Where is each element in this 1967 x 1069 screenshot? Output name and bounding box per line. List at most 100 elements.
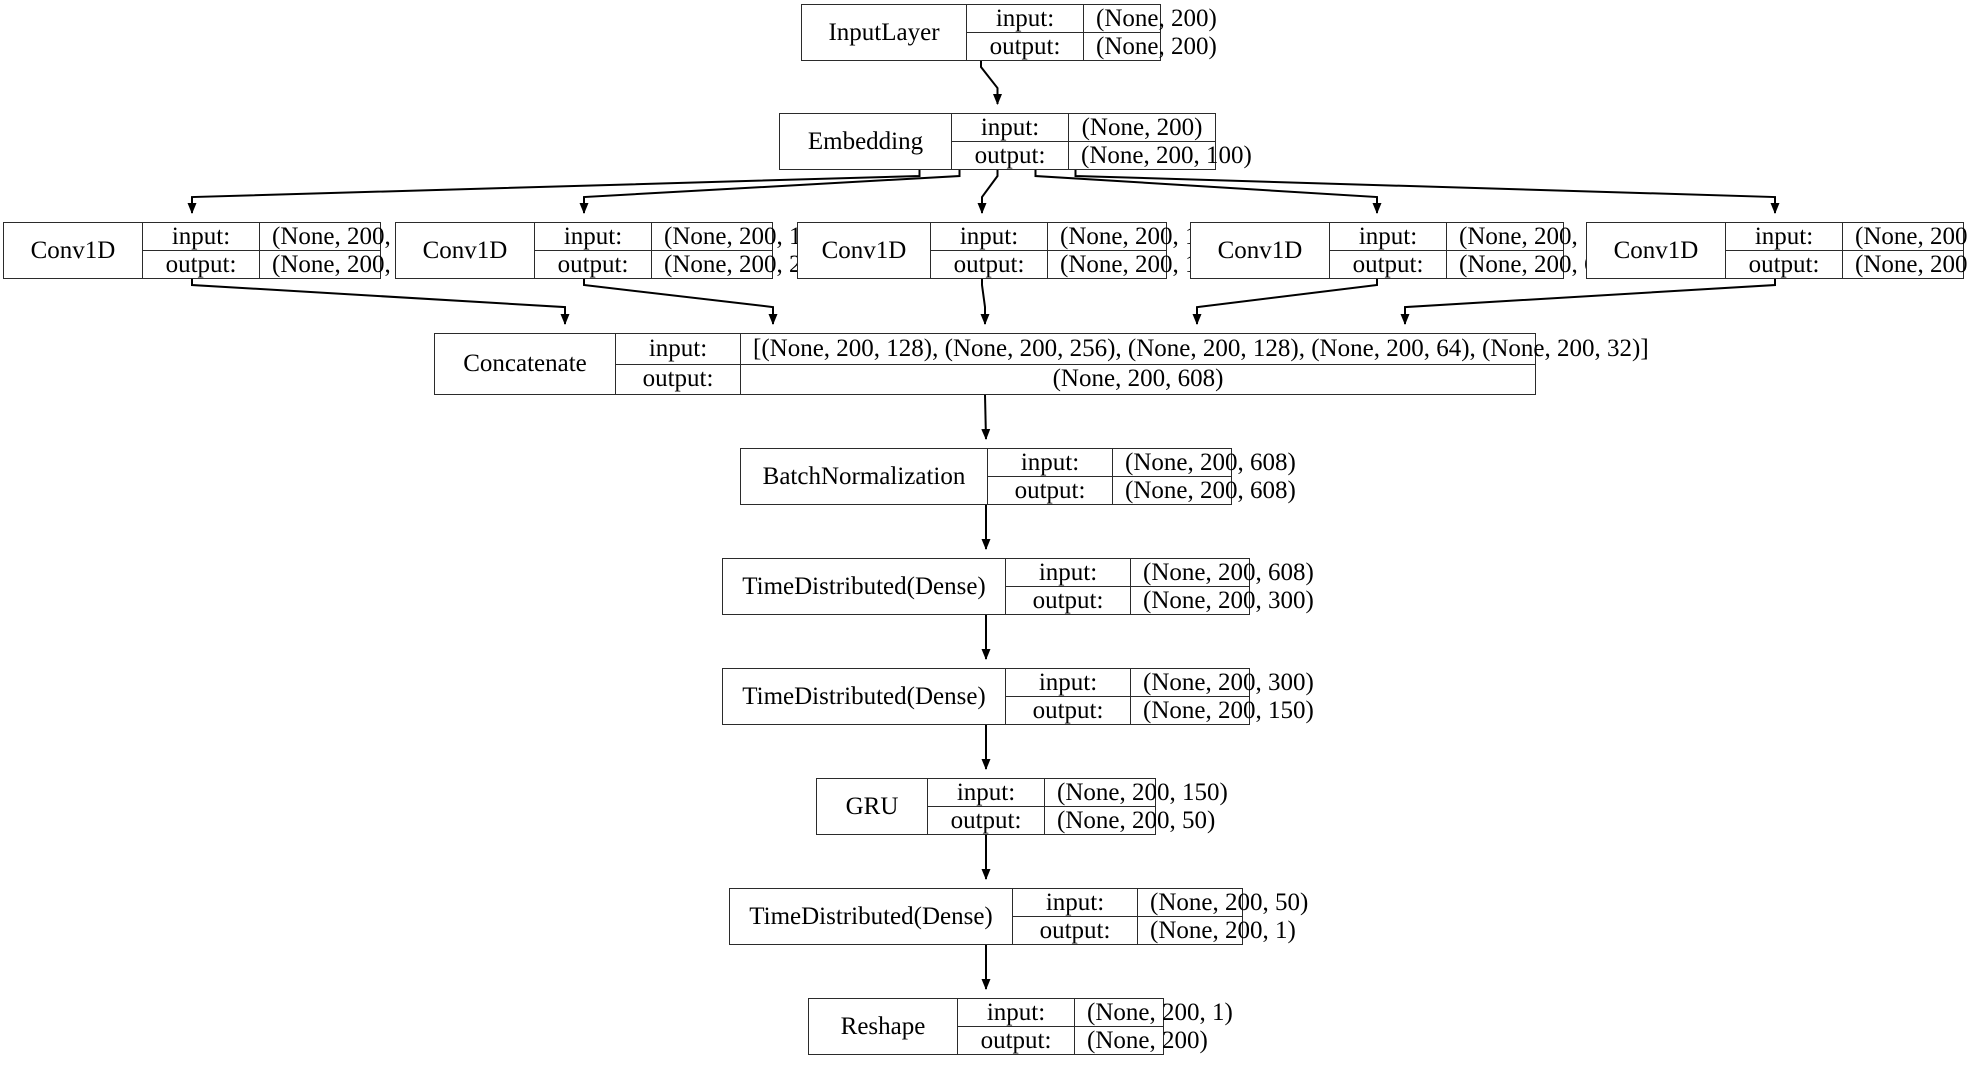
layer-input-label: input:: [988, 449, 1113, 476]
layer-output-label: output:: [1006, 587, 1131, 614]
layer-input-shape: (None, 200, 300): [1143, 668, 1314, 696]
layer-node-time_distributed_dense_3[interactable]: TimeDistributed(Dense)input: (None, 200, …: [729, 888, 1308, 945]
edge-conv1d_1-to-concatenate: [191, 279, 570, 325]
layer-output-row: output:(None, 200, 32): [1726, 251, 1967, 278]
layer-name: GRU: [817, 779, 928, 834]
layer-input-row: input:[(None, 200, 128), (None, 200, 256…: [616, 334, 1649, 365]
edge-embedding-to-conv1d_5: [1074, 170, 1780, 214]
layer-input-label: input:: [958, 999, 1075, 1026]
edge-embedding-to-conv1d_2: [579, 170, 961, 214]
layer-output-label: output:: [1013, 917, 1138, 944]
layer-input-row: input:(None, 200, 100): [143, 223, 443, 251]
layer-name: TimeDistributed(Dense): [723, 669, 1006, 724]
layer-output-label: output:: [143, 251, 260, 278]
layer-input-shape: (None, 200): [1081, 113, 1203, 141]
layer-name: Reshape: [809, 999, 958, 1054]
layer-name: Conv1D: [1587, 223, 1726, 278]
layer-input-label: input:: [1330, 223, 1447, 250]
layer-output-row: output: (None, 200, 608): [988, 477, 1296, 504]
layer-name: Conv1D: [798, 223, 931, 278]
layer-output-shape: (None, 200): [1087, 1026, 1208, 1054]
layer-io-block: input:(None, 200, 100)output:(None, 200,…: [931, 223, 1231, 278]
layer-input-label: input:: [1006, 669, 1131, 696]
edge-conv1d_4-to-concatenate: [1192, 279, 1378, 325]
layer-output-row: output: (None, 200): [967, 33, 1217, 60]
layer-input-row: input:(None, 200, 150): [928, 779, 1228, 807]
edge-embedding-to-conv1d_4: [1034, 170, 1382, 214]
layer-input-label: input:: [952, 114, 1069, 141]
layer-input-label: input:: [1013, 889, 1138, 916]
layer-io-block: input:(None, 200, 100)output:(None, 200,…: [1330, 223, 1630, 278]
layer-input-shape: (None, 200, 100): [1855, 222, 1967, 250]
layer-input-row: input: (None, 200, 100): [1726, 223, 1967, 251]
layer-output-row: output:(None, 200, 256): [535, 251, 835, 278]
layer-output-label: output:: [952, 142, 1069, 169]
layer-input-label: input:: [1006, 559, 1131, 586]
edge-embedding-to-conv1d_3: [977, 170, 999, 214]
layer-io-block: input: (None, 200) output: (None, 200): [967, 5, 1217, 60]
layer-node-time_distributed_dense_1[interactable]: TimeDistributed(Dense)input: (None, 200, …: [722, 558, 1314, 615]
layer-output-row: output:(None, 200, 64): [1330, 251, 1617, 278]
layer-output-label: output:: [931, 251, 1048, 278]
layer-output-shape: (None, 200, 150): [1143, 696, 1314, 724]
layer-input-label: input:: [967, 5, 1084, 32]
layer-node-time_distributed_dense_2[interactable]: TimeDistributed(Dense)input: (None, 200, …: [722, 668, 1314, 725]
layer-output-row: output:(None, 200, 128): [931, 251, 1231, 278]
layer-name: TimeDistributed(Dense): [723, 559, 1006, 614]
layer-input-label: input:: [1726, 223, 1843, 250]
layer-io-block: input:(None, 200, 1)output:(None, 200): [958, 999, 1233, 1054]
edge-input_layer-to-embedding: [980, 61, 1002, 105]
layer-output-row: output:(None, 200, 128): [143, 251, 443, 278]
layer-output-label: output:: [616, 364, 741, 394]
layer-output-row: output: (None, 200, 300): [1006, 587, 1314, 614]
layer-name: Conv1D: [1191, 223, 1330, 278]
edge-conv1d_3-to-concatenate: [980, 279, 990, 325]
layer-input-row: input:(None, 200, 1): [958, 999, 1233, 1027]
layer-input-shape: (None, 200, 608): [1143, 558, 1314, 586]
layer-name: TimeDistributed(Dense): [730, 889, 1013, 944]
layer-input-label: input:: [535, 223, 652, 250]
layer-output-shape: (None, 200, 608): [1125, 476, 1296, 504]
layer-input-shape: (None, 200, 50): [1150, 888, 1309, 916]
layer-io-block: input: (None, 200, 608) output: (None, 200,…: [988, 449, 1296, 504]
layer-output-label: output:: [535, 251, 652, 278]
layer-output-label: output:: [967, 33, 1084, 60]
layer-input-row: input:(None, 200, 100): [535, 223, 835, 251]
layer-input-shape: (None, 200, 150): [1057, 778, 1228, 806]
layer-output-shape: (None, 200, 608): [1052, 365, 1224, 393]
layer-input-row: input: (None, 200, 300): [1006, 669, 1314, 697]
edge-conv1d_2-to-concatenate: [583, 279, 778, 325]
layer-io-block: input: (None, 200, 300)output:(None, 200,…: [1006, 669, 1314, 724]
layer-output-shape: (None, 200, 300): [1143, 586, 1314, 614]
layer-io-block: input:[(None, 200, 128), (None, 200, 256…: [616, 334, 1649, 394]
layer-output-shape: (None, 200): [1096, 32, 1217, 60]
layer-input-row: input: (None, 200): [967, 5, 1217, 33]
layer-output-row: output:(None, 200, 100): [952, 142, 1252, 169]
layer-output-shape: (None, 200, 50): [1057, 806, 1216, 834]
layer-io-block: input: (None, 200, 608) output: (None, 200,…: [1006, 559, 1314, 614]
layer-input-shape: (None, 200, 608): [1125, 448, 1296, 476]
layer-output-row: output:(None, 200, 150): [1006, 697, 1314, 724]
layer-io-block: input: (None, 200, 50)output:(None, 200, …: [1013, 889, 1308, 944]
layer-output-row: output: (None, 200, 608): [616, 364, 1535, 394]
layer-input-shape: (None, 200): [1096, 4, 1217, 32]
layer-output-row: output:(None, 200, 1): [1013, 917, 1296, 944]
layer-io-block: input:(None, 200, 150)output:(None, 200,…: [928, 779, 1228, 834]
edge-embedding-to-conv1d_1: [187, 170, 921, 214]
layer-output-label: output:: [1726, 251, 1843, 278]
layer-output-label: output:: [988, 477, 1113, 504]
layer-io-block: input:(None, 200, 100)output:(None, 200,…: [143, 223, 443, 278]
layer-input-row: input: (None, 200, 608): [1006, 559, 1314, 587]
